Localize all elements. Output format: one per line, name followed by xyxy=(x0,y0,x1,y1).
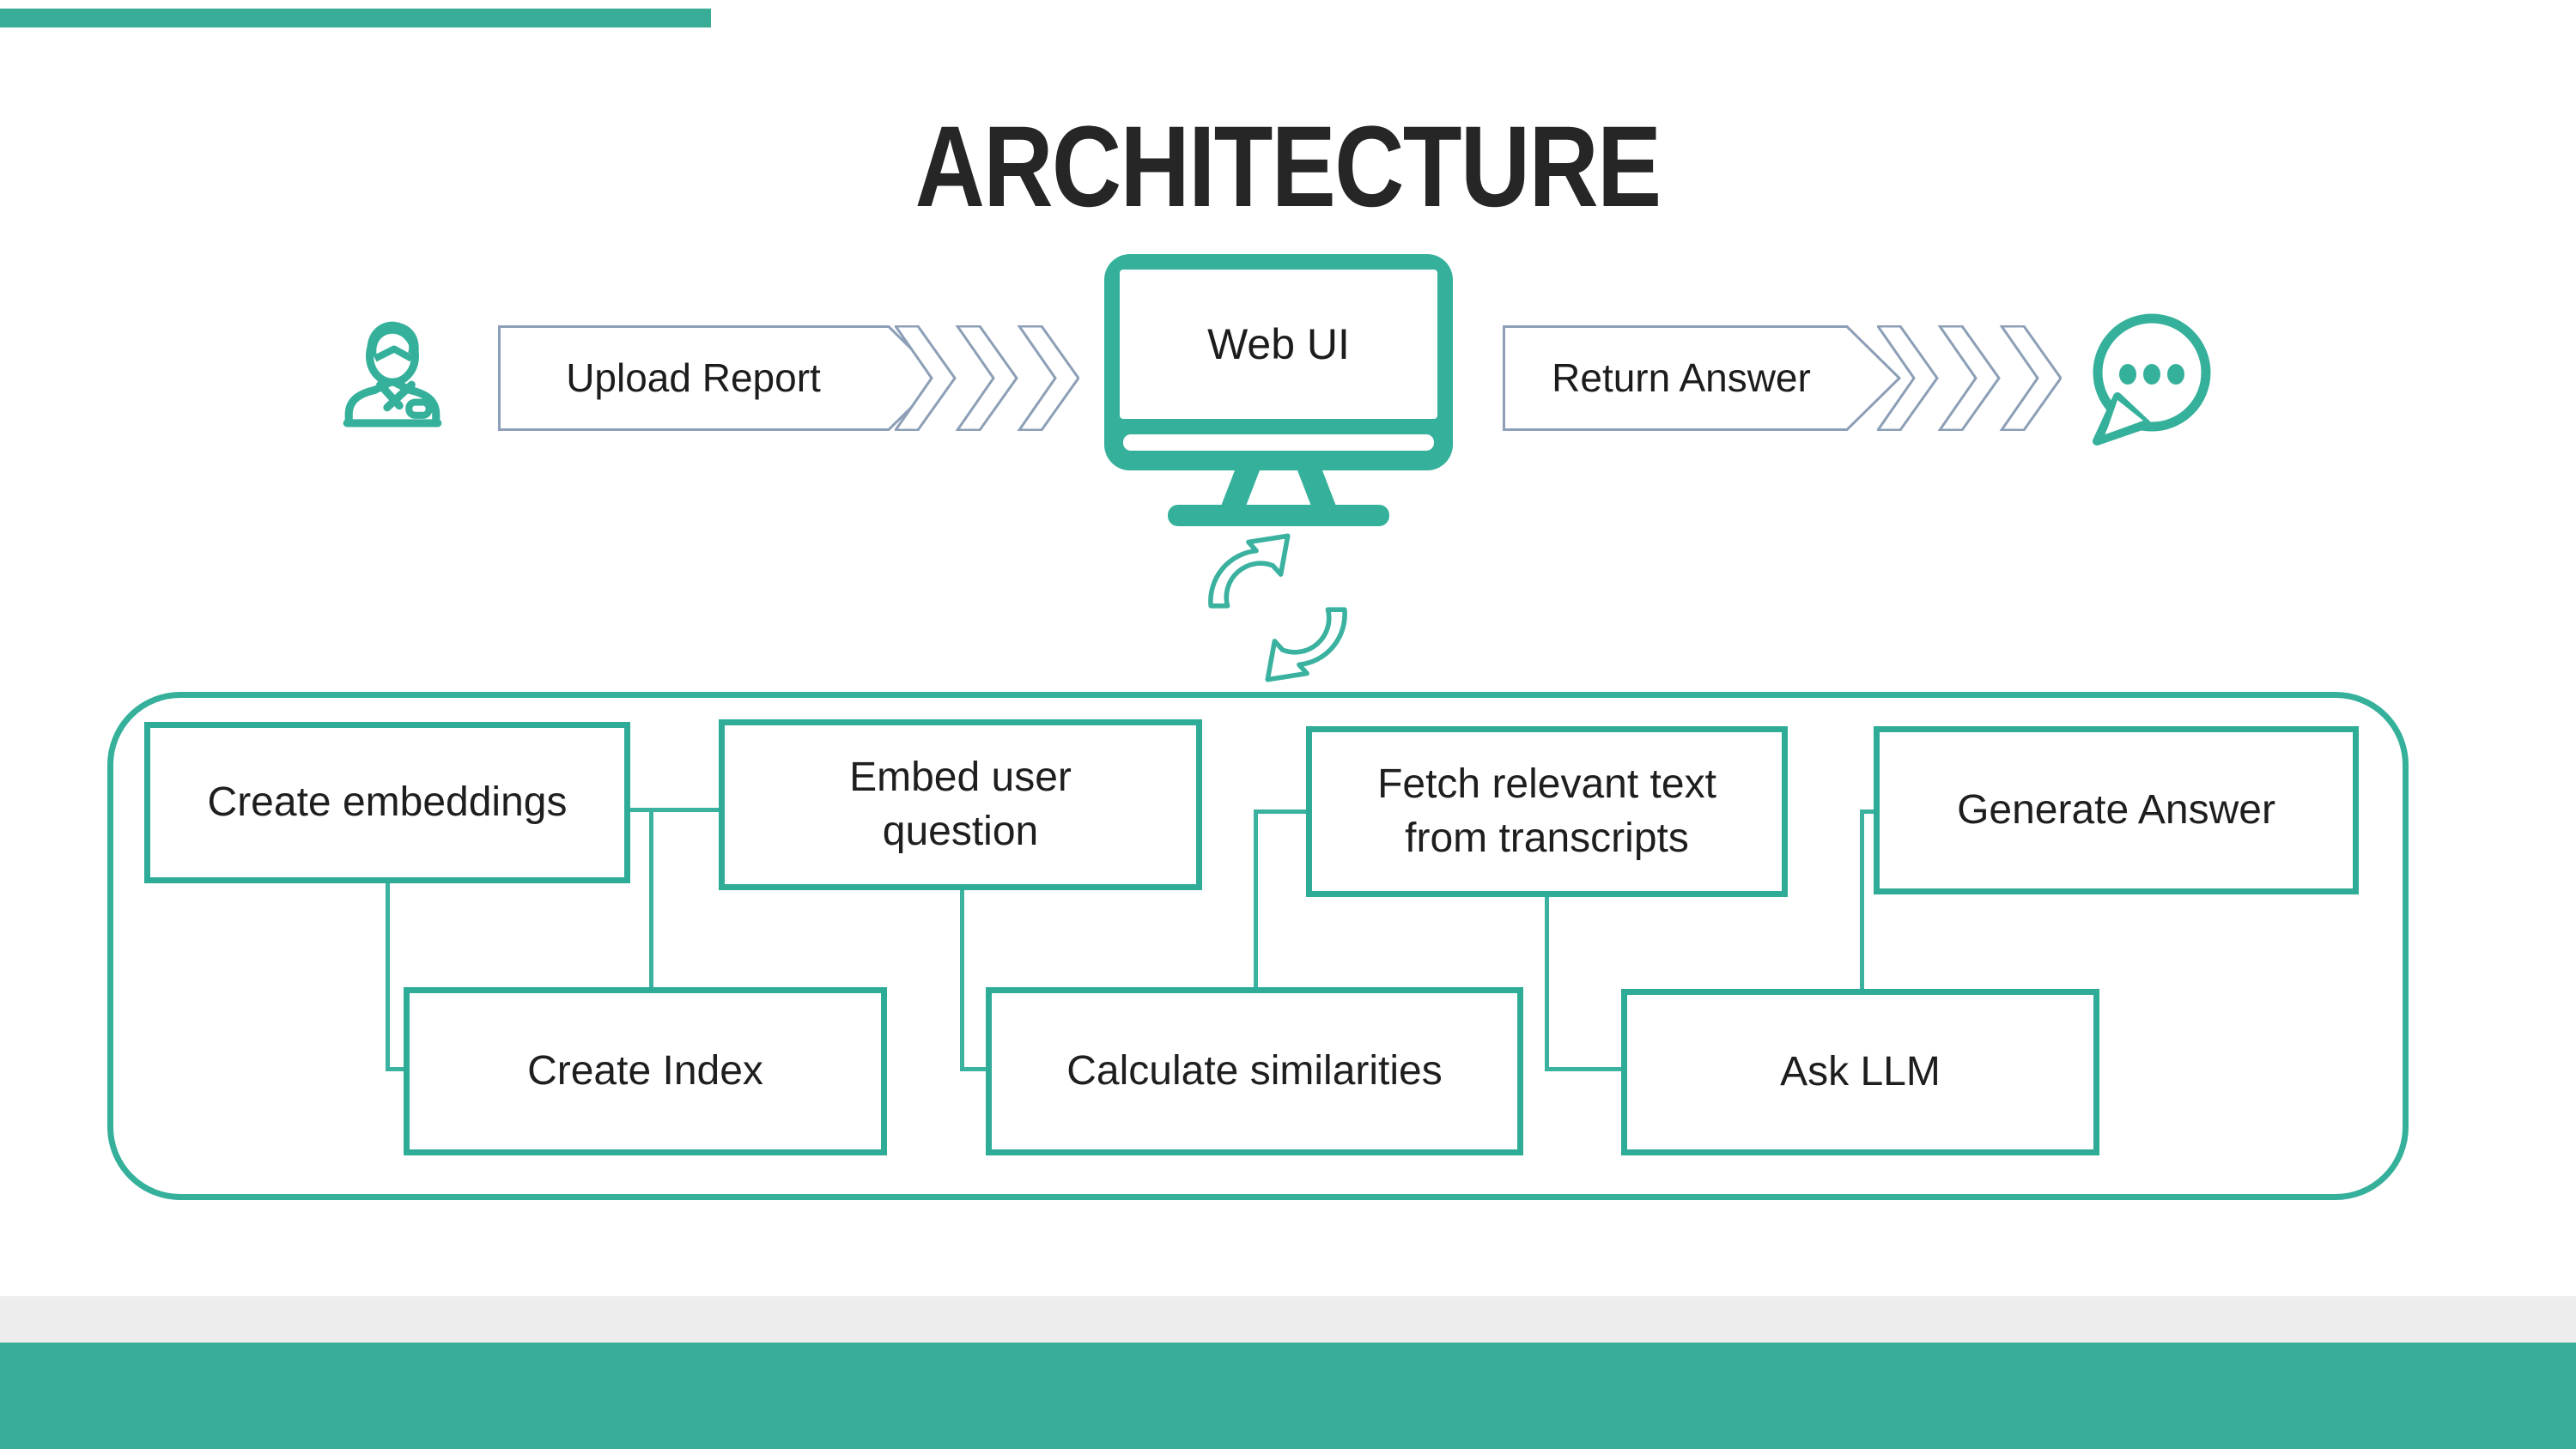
badge-shape xyxy=(405,398,433,419)
connector-line xyxy=(386,1067,408,1071)
hair-fringe xyxy=(373,345,414,362)
bottom-gray-bar xyxy=(0,1296,2576,1343)
node-create-index: Create Index xyxy=(404,987,887,1155)
return-answer-arrow-shape xyxy=(1503,325,1901,431)
node-generate-answer: Generate Answer xyxy=(1874,726,2359,894)
node-fetch-relevant-text: Fetch relevant text from transcripts xyxy=(1306,726,1788,897)
connector-line xyxy=(1254,809,1258,989)
monitor-icon xyxy=(1104,254,1453,526)
connector-line xyxy=(1860,809,1864,991)
page-title: ARCHITECTURE xyxy=(915,103,1662,231)
connector-line xyxy=(386,883,390,1071)
connector-line xyxy=(649,808,653,989)
connector-line xyxy=(1545,895,1549,1071)
web-ui-label: Web UI xyxy=(1207,320,1350,368)
return-answer-label: Return Answer xyxy=(1552,355,1811,400)
bottom-teal-bar xyxy=(0,1343,2576,1449)
node-embed-user-question: Embed user question xyxy=(719,719,1202,890)
connector-line xyxy=(960,1067,989,1071)
hair-shape xyxy=(367,321,419,358)
chevron-right-icons xyxy=(1877,325,2062,431)
business-user-icon xyxy=(343,321,442,427)
connector-line xyxy=(630,808,719,812)
title-wrap: ARCHITECTURE xyxy=(0,101,2576,233)
top-accent-bar xyxy=(0,9,711,27)
connector-line xyxy=(960,888,964,1071)
connector-line xyxy=(1254,809,1306,814)
chevron-right-icons xyxy=(895,325,1079,431)
speech-bubble-icon xyxy=(2093,313,2211,446)
upload-report-label: Upload Report xyxy=(566,355,821,400)
node-create-embeddings: Create embeddings xyxy=(144,722,630,883)
connector-line xyxy=(1860,809,1875,814)
curved-arrow-down-icon xyxy=(1265,607,1347,682)
connector-line xyxy=(1545,1067,1625,1071)
curved-arrow-up-icon xyxy=(1208,533,1291,609)
node-calculate-similarities: Calculate similarities xyxy=(986,987,1523,1155)
node-ask-llm: Ask LLM xyxy=(1621,989,2099,1155)
